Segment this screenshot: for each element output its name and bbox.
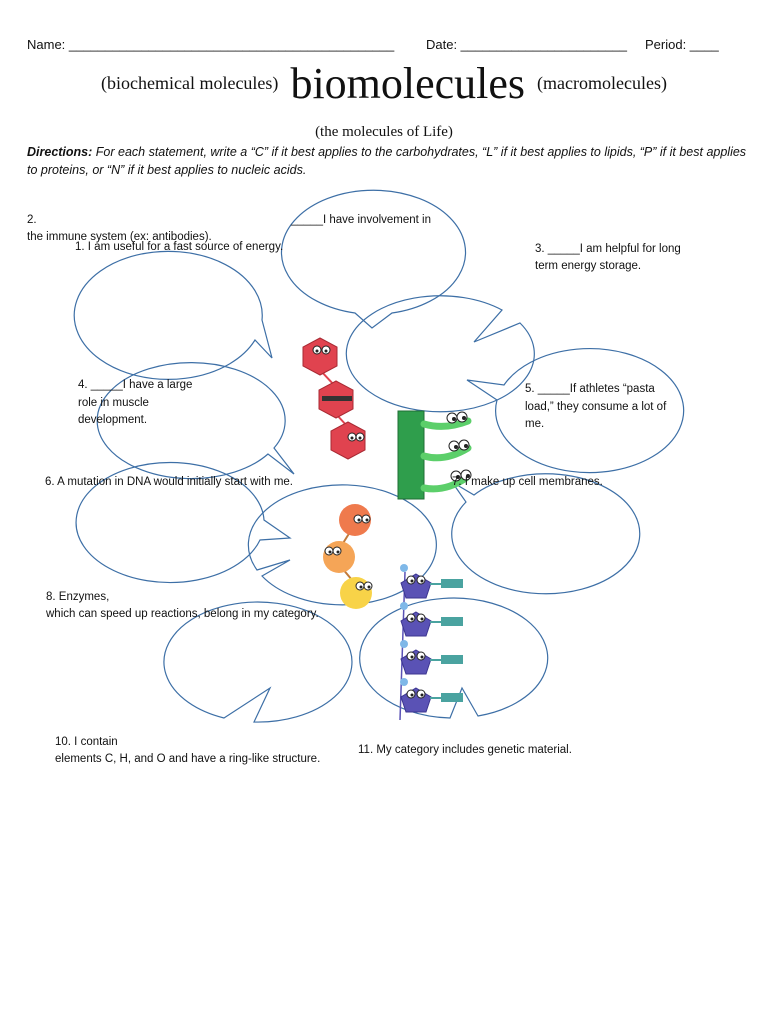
speech-bubble-7[interactable]	[451, 473, 641, 595]
speech-bubble-5[interactable]	[466, 348, 685, 474]
speech-bubble-6[interactable]	[75, 461, 292, 584]
statement-1: 1. I am useful for a fast source of ener…	[75, 241, 284, 253]
statement-10-line-b: elements C, H, and O and have a ring-lik…	[55, 753, 321, 765]
title-main: biomolecules	[290, 59, 526, 108]
period-field[interactable]: Period: ____	[645, 37, 719, 52]
directions-text: For each statement, write a “C” if it be…	[27, 145, 747, 177]
statement-3-line-a: 3. _____I am helpful for long	[535, 243, 681, 255]
subtitle: (the molecules of Life)	[315, 124, 453, 140]
carbohydrate-molecule	[302, 337, 366, 460]
speech-bubble-11[interactable]	[359, 597, 549, 719]
statement-8-line-b: which can speed up reactions, belong in …	[46, 608, 319, 620]
title-left: (biochemical molecules)	[101, 73, 279, 93]
directions-label: Directions:	[27, 145, 93, 159]
statement-6: 6. A mutation in DNA would initially sta…	[45, 476, 293, 488]
nucleic-acid-molecule	[399, 564, 463, 721]
directions: Directions: For each statement, write a …	[27, 143, 747, 179]
statement-7: 7. I make up cell membranes.	[452, 476, 603, 488]
statement-3-line-b: term energy storage.	[535, 260, 642, 272]
worksheet-title: (biochemical molecules) biomolecules (ma…	[0, 58, 768, 109]
date-field[interactable]: Date: _______________________	[426, 37, 627, 52]
statement-2-number: 2.	[27, 214, 37, 226]
speech-bubble-10[interactable]	[163, 601, 353, 723]
speech-bubble-1[interactable]	[73, 250, 273, 380]
statement-5-line-a: 5. _____If athletes “pasta	[525, 383, 655, 395]
statement-11: 11. My category includes genetic materia…	[358, 744, 572, 756]
statement-4-line-c: development.	[78, 414, 148, 426]
statement-5-line-c: me.	[525, 418, 545, 430]
speech-bubble-3[interactable]	[345, 295, 535, 413]
protein-molecule	[323, 504, 373, 609]
speech-bubble-2[interactable]	[280, 189, 467, 329]
statement-4-line-a: 4. _____I have a large	[78, 379, 193, 391]
statement-2-line-b: the immune system (ex: antibodies).	[27, 231, 212, 243]
speech-bubble-8[interactable]	[247, 484, 437, 606]
name-field[interactable]: Name: __________________________________…	[27, 37, 395, 52]
speech-bubble-4[interactable]	[96, 362, 295, 480]
statement-4-line-b: role in muscle	[78, 397, 149, 409]
title-right: (macromolecules)	[537, 73, 667, 93]
lipid-molecule	[397, 410, 472, 500]
statement-8-line-a: 8. Enzymes,	[46, 591, 110, 603]
statement-5-line-b: load,” they consume a lot of	[525, 401, 667, 413]
statement-2-line-a: _____I have involvement in	[291, 214, 432, 226]
statement-10-line-a: 10. I contain	[55, 736, 118, 748]
